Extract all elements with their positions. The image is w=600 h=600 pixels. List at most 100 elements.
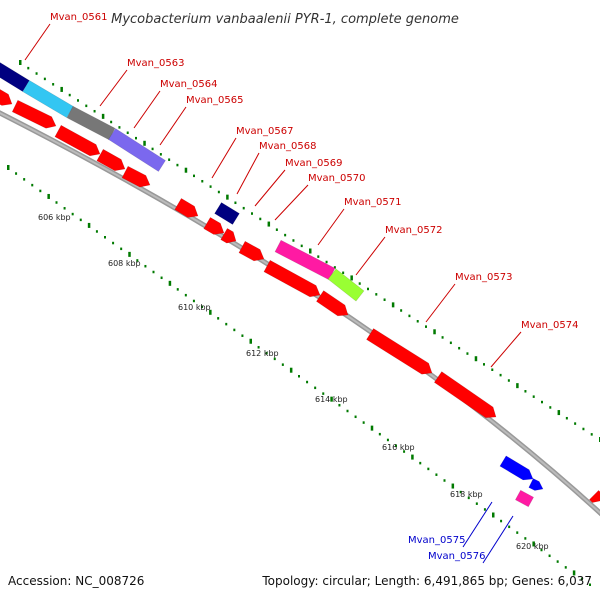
- tick-dot-inner: [128, 251, 131, 257]
- gene-bar-pink-2: [514, 489, 535, 508]
- tick-dot-inner: [451, 483, 455, 489]
- callout-line: [254, 169, 286, 207]
- tick-dot-inner: [548, 554, 551, 558]
- tick-dot-outer: [516, 383, 519, 389]
- kbp-label: 620 kbp: [516, 542, 549, 551]
- tick-dot-inner: [249, 338, 252, 344]
- tick-dot-inner: [289, 367, 293, 373]
- gene-label: Mvan_0565: [186, 95, 243, 106]
- tick-dot-inner: [217, 317, 220, 320]
- gene-label: Mvan_0563: [127, 58, 184, 69]
- tick-dot-inner: [87, 222, 91, 228]
- callout-line: [211, 137, 237, 179]
- tick-dot-outer: [52, 83, 55, 86]
- tick-dot-outer: [43, 77, 46, 81]
- tick-dot-outer: [557, 410, 561, 416]
- tick-dot-inner: [564, 566, 567, 569]
- map-title: Mycobacterium vanbaalenii PYR-1, complet…: [111, 12, 459, 27]
- tick-dot-inner: [378, 432, 381, 436]
- tick-dot-inner: [322, 392, 325, 395]
- tick-dot-inner: [184, 293, 187, 297]
- gene-arrow-red-7: [203, 216, 225, 235]
- tick-dot-inner: [136, 259, 139, 262]
- gene-arrow-red-11: [315, 290, 349, 317]
- tick-dot-outer: [159, 153, 162, 156]
- tick-dot-inner: [233, 328, 236, 332]
- gene-label: Mvan_0569: [285, 158, 342, 169]
- tick-dot-inner: [95, 230, 98, 233]
- gene-label: Mvan_0561: [50, 12, 107, 23]
- tick-dot-outer: [582, 427, 585, 431]
- tick-dot-outer: [425, 325, 427, 328]
- tick-dot-outer: [342, 271, 345, 275]
- tick-dot-outer: [176, 163, 179, 167]
- tick-dot-outer: [458, 346, 461, 350]
- kbp-label: 612 kbp: [246, 349, 279, 358]
- gene-arrow-red-6: [174, 197, 199, 218]
- tick-dot-inner: [411, 454, 414, 460]
- tick-dot-outer: [441, 336, 444, 339]
- tick-dot-inner: [265, 351, 268, 355]
- tick-dot-inner: [63, 207, 66, 210]
- tick-dot-outer: [333, 266, 336, 269]
- tick-dot-outer: [383, 298, 386, 301]
- tick-dot-outer: [549, 406, 552, 409]
- tick-dot-inner: [273, 357, 276, 361]
- tick-dot-outer: [267, 221, 271, 227]
- gene-features: [0, 62, 600, 508]
- tick-dot-outer: [499, 373, 502, 377]
- tick-dot-inner: [346, 409, 349, 413]
- gene-arrow-red-10: [263, 259, 321, 298]
- tick-dot-outer: [375, 293, 378, 296]
- tick-dot-inner: [225, 322, 228, 326]
- kbp-label: 610 kbp: [178, 303, 211, 312]
- kbp-label: 606 kbp: [38, 213, 71, 222]
- tick-dot-inner: [330, 396, 333, 402]
- tick-dot-outer: [168, 158, 171, 161]
- tick-dot-inner: [508, 525, 511, 529]
- tick-dot-outer: [325, 260, 328, 264]
- callout-line: [462, 501, 493, 548]
- gene-arrow-red-5: [121, 165, 151, 188]
- tick-dot-outer: [391, 302, 395, 308]
- tick-dot-inner: [144, 264, 147, 268]
- tick-dot-outer: [60, 86, 63, 92]
- tick-dot-outer: [367, 287, 369, 291]
- gene-bar-gray: [66, 105, 116, 141]
- tick-dot-outer: [77, 99, 79, 102]
- callout-line: [24, 23, 51, 61]
- tick-dot-inner: [112, 241, 115, 245]
- tick-dot-outer: [400, 309, 403, 312]
- tick-dot-outer: [309, 248, 312, 254]
- tick-dot-outer: [524, 390, 527, 393]
- gene-label: Mvan_0571: [344, 197, 401, 208]
- tick-dot-outer: [101, 113, 105, 119]
- tick-dot-outer: [474, 356, 478, 362]
- tick-dot-outer: [408, 314, 411, 318]
- tick-dot-outer: [292, 239, 295, 242]
- kbp-label: 608 kbp: [108, 259, 141, 268]
- tick-dot-outer: [507, 379, 510, 382]
- callout-line: [490, 331, 522, 368]
- gene-bar-lime: [327, 268, 365, 302]
- gene-bar-lavender: [108, 128, 166, 172]
- tick-dot-outer: [135, 136, 137, 140]
- accession-text: Accession: NC_008726: [8, 574, 144, 588]
- tick-dot-inner: [475, 502, 478, 505]
- tick-dot-inner: [257, 346, 260, 349]
- tick-dot-outer: [483, 363, 485, 366]
- tick-dot-outer: [85, 104, 88, 108]
- tick-dot-outer: [143, 140, 146, 146]
- gene-label: Mvan_0574: [521, 320, 578, 331]
- tick-dot-outer: [201, 179, 204, 183]
- callout-line: [482, 515, 514, 564]
- gene-label: Mvan_0575: [408, 535, 465, 546]
- tick-dot-outer: [184, 167, 188, 173]
- tick-dot-inner: [306, 380, 309, 384]
- tick-dots: [7, 60, 600, 586]
- gene-bar-pink-1: [274, 239, 336, 281]
- callout-line: [236, 152, 260, 195]
- callout-line: [355, 236, 386, 276]
- gene-arrow-blue-1: [499, 455, 534, 481]
